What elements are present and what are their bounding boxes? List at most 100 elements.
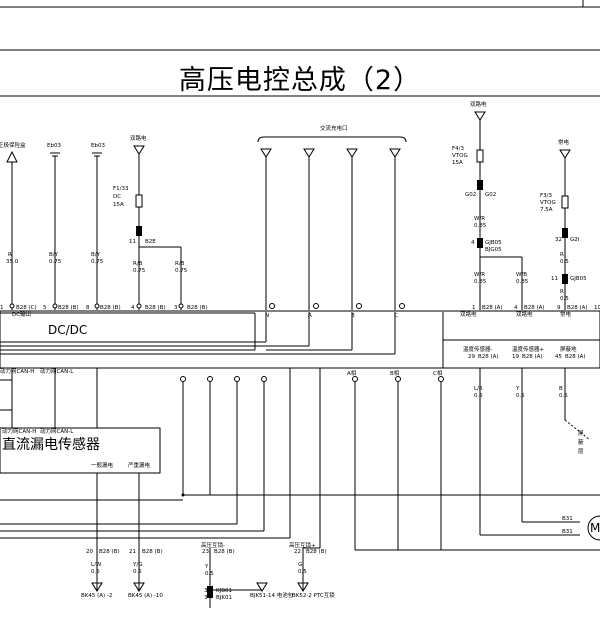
hv-interlock-labels: 高压互锁- 高压互锁+	[201, 541, 316, 549]
leak-sensor-label: 直流漏电传感器	[2, 436, 100, 453]
label-fuse-box: 正极保险盒	[0, 141, 26, 149]
label-eb03-a: Eb03	[47, 143, 61, 149]
wire-label-3: R/B	[133, 261, 143, 267]
svg-text:4: 4	[131, 305, 135, 311]
label-dc-out: DC输出	[12, 310, 31, 318]
label-r1: R	[560, 252, 564, 258]
sensor-port-general: 一般漏电	[91, 461, 114, 469]
svg-text:Y/G: Y/G	[132, 562, 142, 568]
ac-phase-labels: A相 B相 C相	[347, 369, 443, 377]
label-pin3-b: 3	[204, 595, 208, 601]
label-normal-power: 常电	[558, 138, 570, 146]
svg-text:0.5: 0.5	[559, 393, 568, 399]
svg-text:A: A	[308, 313, 312, 319]
label-gjb05b: GJB05	[570, 276, 587, 282]
svg-text:0.5: 0.5	[298, 569, 307, 575]
label-vtog-2: VTOG	[540, 200, 556, 206]
label-double-power-1: 双路电	[130, 134, 147, 142]
svg-text:BJK01: BJK01	[216, 595, 232, 601]
svg-text:0.5: 0.5	[474, 393, 483, 399]
label-ac-charge: 交流充电口	[320, 124, 348, 132]
label-pin11b: 11	[551, 276, 558, 282]
svg-text:KJB01: KJB01	[216, 588, 232, 594]
svg-text:屏: 屏	[578, 430, 584, 437]
svg-text:8: 8	[86, 305, 90, 311]
svg-text:23: 23	[202, 549, 209, 555]
svg-text:B28 (A): B28 (A)	[522, 354, 543, 360]
svg-text:0.5: 0.5	[205, 571, 214, 577]
svg-text:B28 (B): B28 (B)	[142, 549, 163, 555]
label-pin-11: 11	[129, 239, 136, 245]
wire-label-0: R	[8, 252, 12, 258]
svg-text:B28 (B): B28 (B)	[214, 549, 235, 555]
svg-text:B28 (B): B28 (B)	[306, 549, 327, 555]
wire-label-4: R/B	[175, 261, 185, 267]
svg-text:B28 (B): B28 (B)	[187, 305, 208, 311]
svg-text:B28 (C): B28 (C)	[16, 305, 37, 311]
svg-text:19: 19	[512, 354, 519, 360]
svg-text:Y: Y	[204, 564, 209, 570]
ac-charge-terminals	[260, 148, 401, 158]
wire-size-4: 0.75	[175, 268, 188, 274]
label-f1-33: F1/33	[113, 186, 129, 192]
label-r2: R	[560, 289, 564, 295]
svg-text:B28 (A): B28 (A)	[524, 305, 545, 311]
svg-text:动力网CAN-H: 动力网CAN-H	[2, 427, 36, 435]
label-wr2: W/R	[474, 272, 485, 278]
can-labels: 动力网CAN-H 动力网CAN-L 动力网CAN-H 动力网CAN-L	[0, 367, 74, 435]
svg-text:B28 (B): B28 (B)	[145, 305, 166, 311]
lower-target-labels: BK45 (A) -2 BK45 (A) -10 KJB01 BJK01 BJK…	[81, 588, 335, 601]
svg-text:9: 9	[557, 305, 561, 311]
svg-text:B28 (B): B28 (B)	[100, 305, 121, 311]
svg-text:0.5: 0.5	[91, 569, 100, 575]
lower-wire-labels: L/W 0.5 Y/G 0.5 Y 0.5 G 0.5	[91, 562, 307, 577]
label-b31-b: B31	[562, 529, 573, 535]
fuse-box-symbol	[6, 150, 18, 163]
svg-text:5: 5	[43, 305, 47, 311]
label-wr: W/R	[474, 216, 485, 222]
svg-text:20: 20	[86, 549, 93, 555]
label-wb: W/B	[516, 272, 527, 278]
svg-text:BK52-2 PTC互锁: BK52-2 PTC互锁	[292, 591, 335, 599]
label-pin3-a: 3	[204, 588, 208, 594]
motor-symbol	[587, 515, 600, 541]
label-pin4: 4	[471, 240, 475, 246]
svg-text:B28 (A): B28 (A)	[482, 305, 503, 311]
controller-box	[0, 310, 600, 369]
label-bjg05: BJG05	[485, 247, 502, 253]
svg-text:0.5: 0.5	[133, 569, 142, 575]
label-gjb05: GJB05	[485, 240, 502, 246]
svg-text:B28 (A): B28 (A)	[565, 354, 586, 360]
label-f3-3: F3/3	[540, 193, 553, 199]
upper-pin-row: 1 B28 (C) 5 B28 (B) 8 B28 (B) 4 B28 (B) …	[0, 305, 208, 311]
wire-label-2: B/Y	[91, 252, 101, 258]
wire-size-1: 0.75	[49, 259, 62, 265]
svg-text:蔽: 蔽	[578, 438, 584, 446]
svg-text:B: B	[351, 313, 355, 319]
lower-pin-row: 20 B28 (B) 21 B28 (B) 23 B28 (B) 22 B28 …	[86, 549, 327, 555]
label-b2e: B2E	[145, 239, 156, 245]
svg-text:动力网CAN-H: 动力网CAN-H	[0, 367, 34, 375]
svg-text:A相: A相	[347, 369, 357, 377]
svg-text:G: G	[298, 562, 302, 568]
label-wr2-size: 0.85	[474, 279, 487, 285]
double-power-symbol-1	[133, 145, 145, 155]
lower-markers	[180, 376, 444, 382]
svg-text:BK45 (A) -2: BK45 (A) -2	[81, 593, 112, 599]
svg-text:双路电: 双路电	[516, 310, 533, 318]
svg-text:3: 3	[174, 305, 178, 311]
svg-text:1: 1	[0, 305, 4, 311]
label-r2-size: 0.5	[560, 296, 569, 302]
svg-text:B相: B相	[390, 369, 400, 377]
temp-labels: 温度传感器- 温度传感器+ 屏蔽地 29 B28 (A) 19 B28 (A) …	[463, 345, 586, 360]
upper-pin-markers	[9, 303, 405, 309]
svg-text:BJK51-14 电池包: BJK51-14 电池包	[250, 591, 294, 599]
svg-text:4: 4	[514, 305, 518, 311]
label-7-5a: 7.5A	[540, 207, 553, 213]
page-title: 高压电控总成（2）	[178, 65, 422, 96]
svg-text:B28 (B): B28 (B)	[99, 549, 120, 555]
svg-text:N: N	[265, 313, 269, 319]
svg-text:Y: Y	[515, 386, 520, 392]
label-b31-a: B31	[562, 516, 573, 522]
